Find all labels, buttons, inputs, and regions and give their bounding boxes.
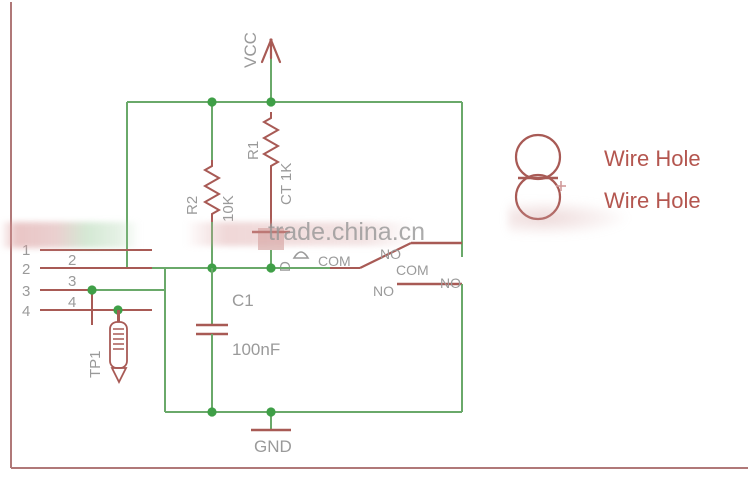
tp1-ref-label: TP1	[87, 350, 104, 378]
relay-lower-no-left-label: NO	[373, 283, 394, 299]
junction-dot	[207, 407, 217, 417]
connector-pin-3-inner: 3	[68, 273, 76, 290]
junction-dot	[87, 285, 97, 295]
junction-dot	[207, 97, 217, 107]
wire-hole-legend	[514, 133, 566, 221]
relay-lower-com-label: COM	[396, 262, 429, 278]
r2-value-label: 10K	[220, 195, 237, 222]
relay-lower-no-right-label: NO	[440, 275, 461, 291]
r1-ref-label: R1	[245, 141, 262, 160]
connector-block	[40, 249, 166, 325]
vcc-label: VCC	[241, 32, 260, 68]
capacitor-c1	[196, 268, 228, 412]
wire-hole-circle-1	[514, 133, 562, 181]
connector-pin-1-left: 1	[22, 242, 30, 259]
probe-tp1	[109, 310, 128, 385]
connector-pin-2-inner: 2	[68, 252, 76, 269]
connector-pin-2-left: 2	[22, 261, 30, 278]
d-ref-label: D	[277, 261, 294, 272]
page-border	[10, 2, 748, 469]
relay-contact-lower	[397, 282, 463, 412]
resistor-r2	[202, 160, 222, 268]
r1-value-label: CT 1K	[278, 163, 295, 205]
relay-contact-upper	[330, 241, 462, 269]
resistor-r1	[261, 112, 281, 228]
relay-upper-no-label: NO	[380, 246, 401, 262]
wire-hole-label-2: Wire Hole	[604, 188, 701, 213]
c1-ref-label: C1	[232, 291, 254, 310]
connector-pin-4-left: 4	[22, 303, 30, 320]
gnd-label: GND	[254, 437, 292, 456]
connector-pin-3-left: 3	[22, 283, 30, 300]
connector-pin-4-inner: 4	[68, 294, 76, 311]
c1-value-label: 100nF	[232, 340, 280, 359]
junction-dot	[266, 263, 276, 273]
relay-upper-com-label: COM	[318, 253, 351, 269]
wire-hole-circle-2	[514, 173, 562, 221]
junction-dot	[266, 407, 276, 417]
vcc-net	[126, 38, 463, 268]
r2-ref-label: R2	[184, 196, 201, 215]
wire-hole-label-1: Wire Hole	[604, 146, 701, 171]
junction-dot	[266, 97, 276, 107]
